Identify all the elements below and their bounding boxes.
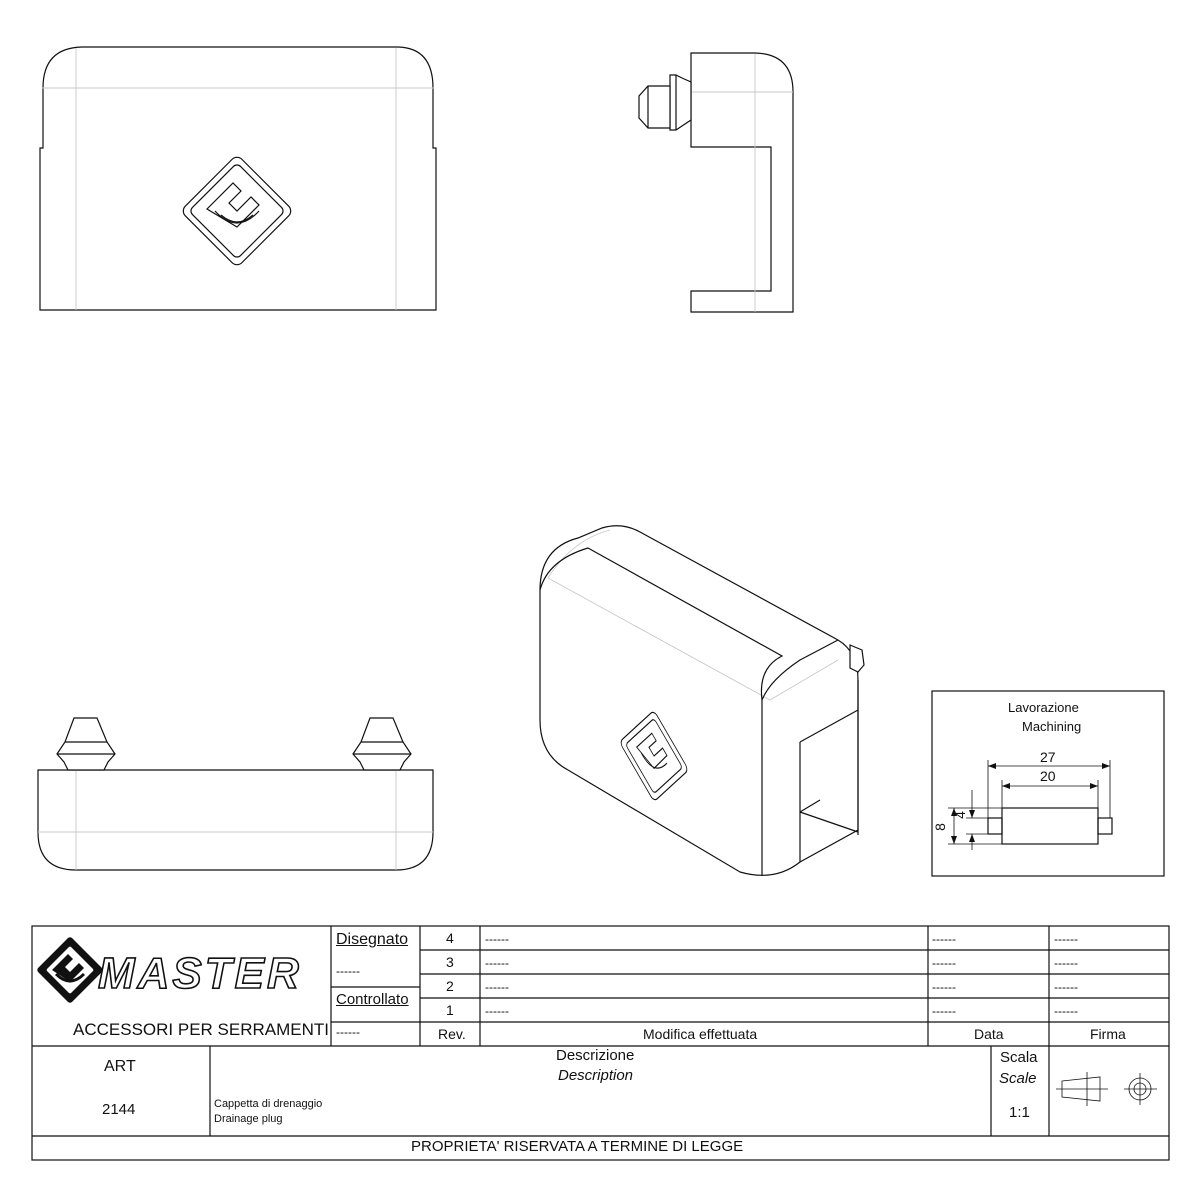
side-view (638, 52, 794, 313)
drawing-sheet (37, 46, 1165, 877)
art-number: 2144 (102, 1101, 136, 1118)
machining-box (931, 690, 1165, 877)
drawn-value: ------ (336, 964, 360, 978)
rev-3-sign: ------ (1054, 956, 1078, 970)
isometric-view (539, 525, 865, 876)
drawn-label: Disegnato (336, 931, 409, 948)
rev-4-change: ------ (485, 932, 509, 946)
front-view (39, 46, 437, 311)
bottom-view (37, 717, 434, 871)
art-label: ART (104, 1058, 136, 1075)
rev-2-date: ------ (932, 980, 956, 994)
pin-right (352, 717, 412, 771)
rev-4-number: 4 (446, 930, 454, 946)
rev-4-sign: ------ (1054, 932, 1078, 946)
dim-body-label: 20 (1040, 768, 1056, 784)
checked-label: Controllato (336, 991, 409, 1008)
master-logo-icon (182, 156, 292, 266)
rev-1-date: ------ (932, 1004, 956, 1018)
scale-label-en: Scale (999, 1070, 1037, 1087)
rev-4-date: ------ (932, 932, 956, 946)
brand-logo-text: MASTER (97, 949, 302, 998)
header-rev: Rev. (438, 1026, 466, 1042)
dim-total-label: 27 (1040, 749, 1056, 765)
iso-logo-icon (620, 711, 688, 801)
machining-title-it: Lavorazione (1008, 700, 1079, 715)
rev-3-number: 3 (446, 954, 454, 970)
header-change: Modifica effettuata (643, 1026, 758, 1042)
rev-1-change: ------ (485, 1004, 509, 1018)
rev-2-sign: ------ (1054, 980, 1078, 994)
rev-3-change: ------ (485, 956, 509, 970)
rev-1-number: 1 (446, 1002, 454, 1018)
rev-1-sign: ------ (1054, 1004, 1078, 1018)
pin-left (56, 717, 116, 771)
scale-label: Scala (1000, 1049, 1038, 1066)
description-label: Descrizione (556, 1047, 635, 1064)
footer-legal: PROPRIETA' RISERVATA A TERMINE DI LEGGE (411, 1138, 744, 1155)
brand-logo-icon (37, 937, 103, 1003)
rev-3-date: ------ (932, 956, 956, 970)
checked-value: ------ (336, 1025, 360, 1039)
description-label-en: Description (558, 1067, 634, 1084)
rev-2-change: ------ (485, 980, 509, 994)
header-date: Data (974, 1026, 1004, 1042)
header-sign: Firma (1090, 1026, 1126, 1042)
machining-title-en: Machining (1022, 719, 1082, 734)
rev-2-number: 2 (446, 978, 454, 994)
brand-tagline: ACCESSORI PER SERRAMENTI (73, 1020, 329, 1039)
scale-value: 1:1 (1009, 1104, 1030, 1121)
description-en: Drainage plug (214, 1113, 283, 1125)
description-it: Cappetta di drenaggio (214, 1098, 323, 1110)
